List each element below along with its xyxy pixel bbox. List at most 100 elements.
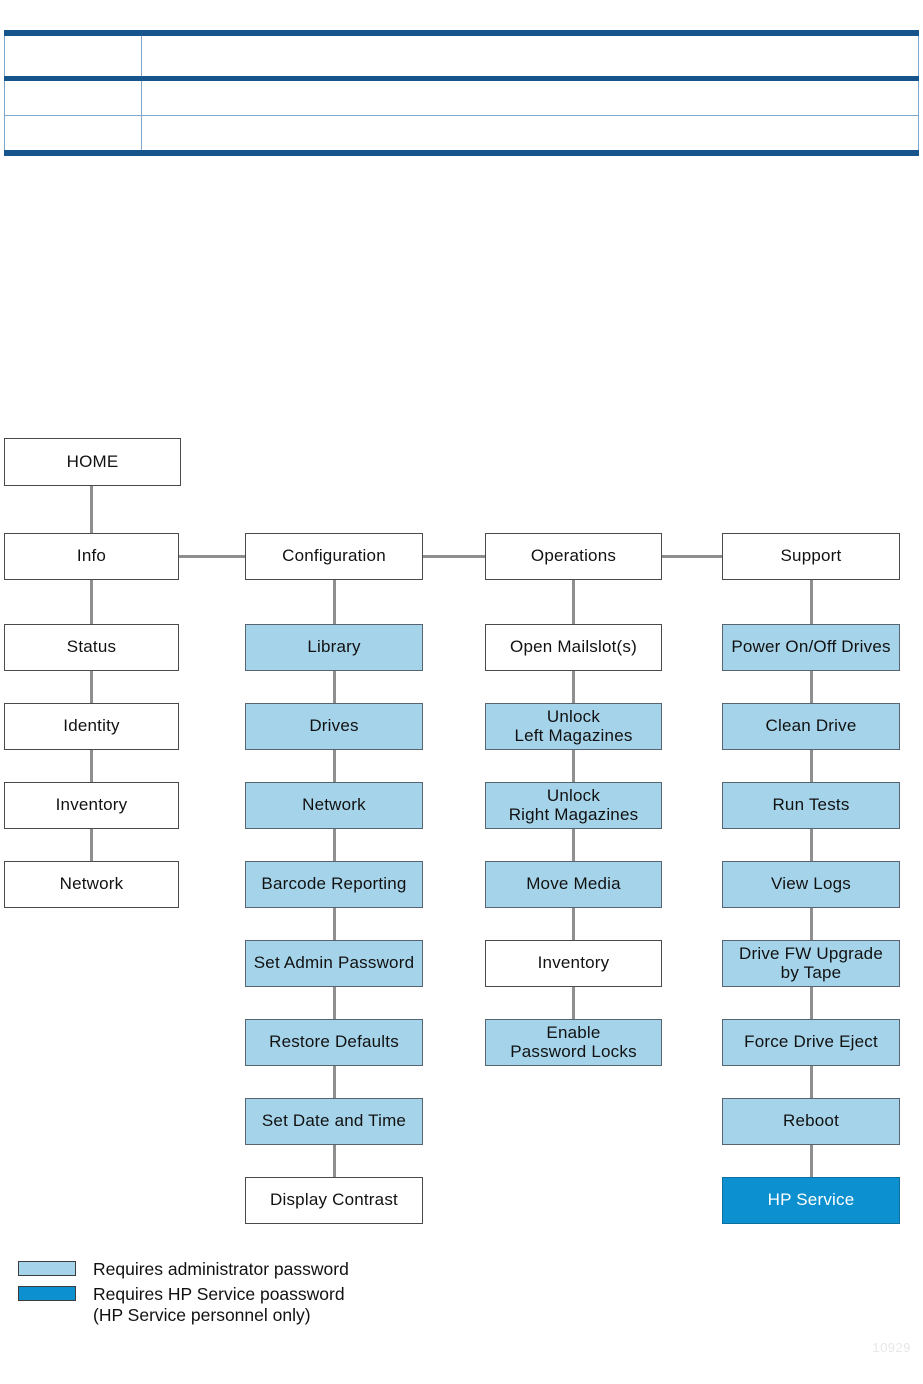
connector-info-3 — [90, 829, 93, 861]
connector-info-2 — [90, 750, 93, 782]
connector-support-0 — [809, 580, 813, 624]
node-operations[interactable]: Operations — [485, 533, 662, 580]
top-table-body — [4, 33, 919, 153]
connector-configuration-to-next — [423, 555, 485, 558]
legend-label-service: Requires HP Service poassword(HP Service… — [93, 1283, 345, 1326]
connector-support-5 — [809, 987, 813, 1019]
node-drives[interactable]: Drives — [245, 703, 423, 750]
legend-label-admin: Requires administrator password — [93, 1259, 349, 1279]
node-label: Support — [780, 546, 842, 566]
node-label: Inventory — [55, 795, 128, 815]
connector-info-1 — [90, 671, 93, 703]
connector-configuration-3 — [332, 829, 336, 861]
connector-configuration-2 — [332, 750, 336, 782]
figure-number: 10929 — [872, 1340, 911, 1355]
node-label: View Logs — [771, 874, 851, 894]
legend-item-admin: Requires administrator password — [18, 1259, 538, 1281]
connector-operations-3 — [572, 829, 575, 861]
node-run-tests[interactable]: Run Tests — [722, 782, 900, 829]
table-cell — [4, 33, 142, 81]
node-label: Force Drive Eject — [744, 1032, 878, 1052]
node-inventory[interactable]: Inventory — [4, 782, 179, 829]
node-status[interactable]: Status — [4, 624, 179, 671]
node-barcode-reporting[interactable]: Barcode Reporting — [245, 861, 423, 908]
node-label: Open Mailslot(s) — [510, 637, 637, 657]
table-cell — [4, 115, 142, 153]
node-label: Network — [302, 795, 366, 815]
node-network[interactable]: Network — [245, 782, 423, 829]
connector-operations-2 — [572, 750, 575, 782]
node-display-contrast[interactable]: Display Contrast — [245, 1177, 423, 1224]
node-label: HP Service — [767, 1190, 855, 1210]
connector-configuration-7 — [332, 1145, 336, 1177]
node-power-on-off-drives[interactable]: Power On/Off Drives — [722, 624, 900, 671]
connector-support-3 — [809, 829, 813, 861]
node-move-media[interactable]: Move Media — [485, 861, 662, 908]
connector-info-to-next — [179, 555, 245, 558]
node-label: Set Date and Time — [261, 1111, 407, 1131]
node-label: HOME — [66, 451, 119, 471]
node-identity[interactable]: Identity — [4, 703, 179, 750]
connector-operations-4 — [572, 908, 575, 940]
node-label: Set Admin Password — [253, 953, 415, 973]
node-label: Inventory — [537, 953, 610, 973]
node-restore-defaults[interactable]: Restore Defaults — [245, 1019, 423, 1066]
connector-support-4 — [809, 908, 813, 940]
connector-configuration-6 — [332, 1066, 336, 1098]
connector-configuration-5 — [332, 987, 336, 1019]
node-label: Status — [66, 637, 117, 657]
node-label: Reboot — [782, 1111, 840, 1131]
node-home[interactable]: HOME — [4, 438, 181, 486]
node-label: Info — [76, 546, 107, 566]
node-clean-drive[interactable]: Clean Drive — [722, 703, 900, 750]
node-force-drive-eject[interactable]: Force Drive Eject — [722, 1019, 900, 1066]
top-table — [4, 30, 919, 156]
node-label: Barcode Reporting — [261, 874, 407, 894]
legend-swatch-service-icon — [18, 1285, 76, 1301]
node-network[interactable]: Network — [4, 861, 179, 908]
node-label: Network — [59, 874, 124, 894]
connector-operations-0 — [572, 580, 575, 624]
connector-operations-to-next — [662, 555, 722, 558]
node-view-logs[interactable]: View Logs — [722, 861, 900, 908]
node-hp-service[interactable]: HP Service — [722, 1177, 900, 1224]
node-support[interactable]: Support — [722, 533, 900, 580]
table-cell — [141, 115, 919, 153]
connector-support-7 — [809, 1145, 813, 1177]
connector-support-6 — [809, 1066, 813, 1098]
node-info[interactable]: Info — [4, 533, 179, 580]
connector-support-1 — [809, 671, 813, 703]
node-label: Configuration — [282, 546, 386, 566]
node-label: Operations — [530, 546, 617, 566]
node-inventory[interactable]: Inventory — [485, 940, 662, 987]
node-reboot[interactable]: Reboot — [722, 1098, 900, 1145]
node-label: Restore Defaults — [269, 1032, 399, 1052]
node-library[interactable]: Library — [245, 624, 423, 671]
connector-configuration-4 — [332, 908, 336, 940]
node-set-admin-password[interactable]: Set Admin Password — [245, 940, 423, 987]
connector-operations-1 — [572, 671, 575, 703]
connector-configuration-0 — [332, 580, 336, 624]
legend: Requires administrator password Requires… — [18, 1259, 538, 1330]
node-set-date-and-time[interactable]: Set Date and Time — [245, 1098, 423, 1145]
table-cell — [141, 33, 919, 81]
node-label: Display Contrast — [270, 1190, 398, 1210]
connector-operations-5 — [572, 987, 575, 1019]
table-row — [4, 33, 919, 81]
node-label: Run Tests — [772, 795, 850, 815]
table-row — [4, 115, 919, 153]
table-cell — [141, 78, 919, 116]
node-label: Library — [307, 637, 361, 657]
legend-item-service: Requires HP Service poassword(HP Service… — [18, 1284, 538, 1327]
node-configuration[interactable]: Configuration — [245, 533, 423, 580]
node-label: Power On/Off Drives — [731, 637, 891, 657]
connector-home-to-info — [90, 486, 93, 533]
node-open-mailslot-s[interactable]: Open Mailslot(s) — [485, 624, 662, 671]
